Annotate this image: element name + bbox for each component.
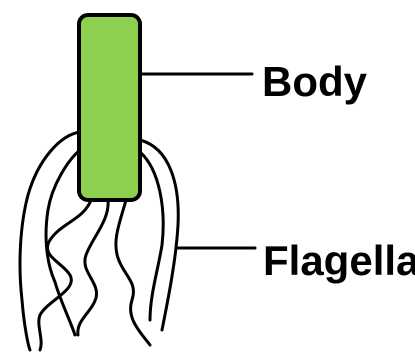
flagellum-outer-right [140, 140, 178, 330]
flagellum-wavy-right [116, 200, 150, 345]
flagellum-inner-right [140, 152, 163, 320]
flagella-label: Flagella [263, 237, 415, 284]
flagellum-inner-left [46, 150, 80, 335]
cell-body [79, 15, 140, 200]
body-label: Body [262, 58, 368, 105]
flagellum-wavy-center [78, 200, 108, 335]
